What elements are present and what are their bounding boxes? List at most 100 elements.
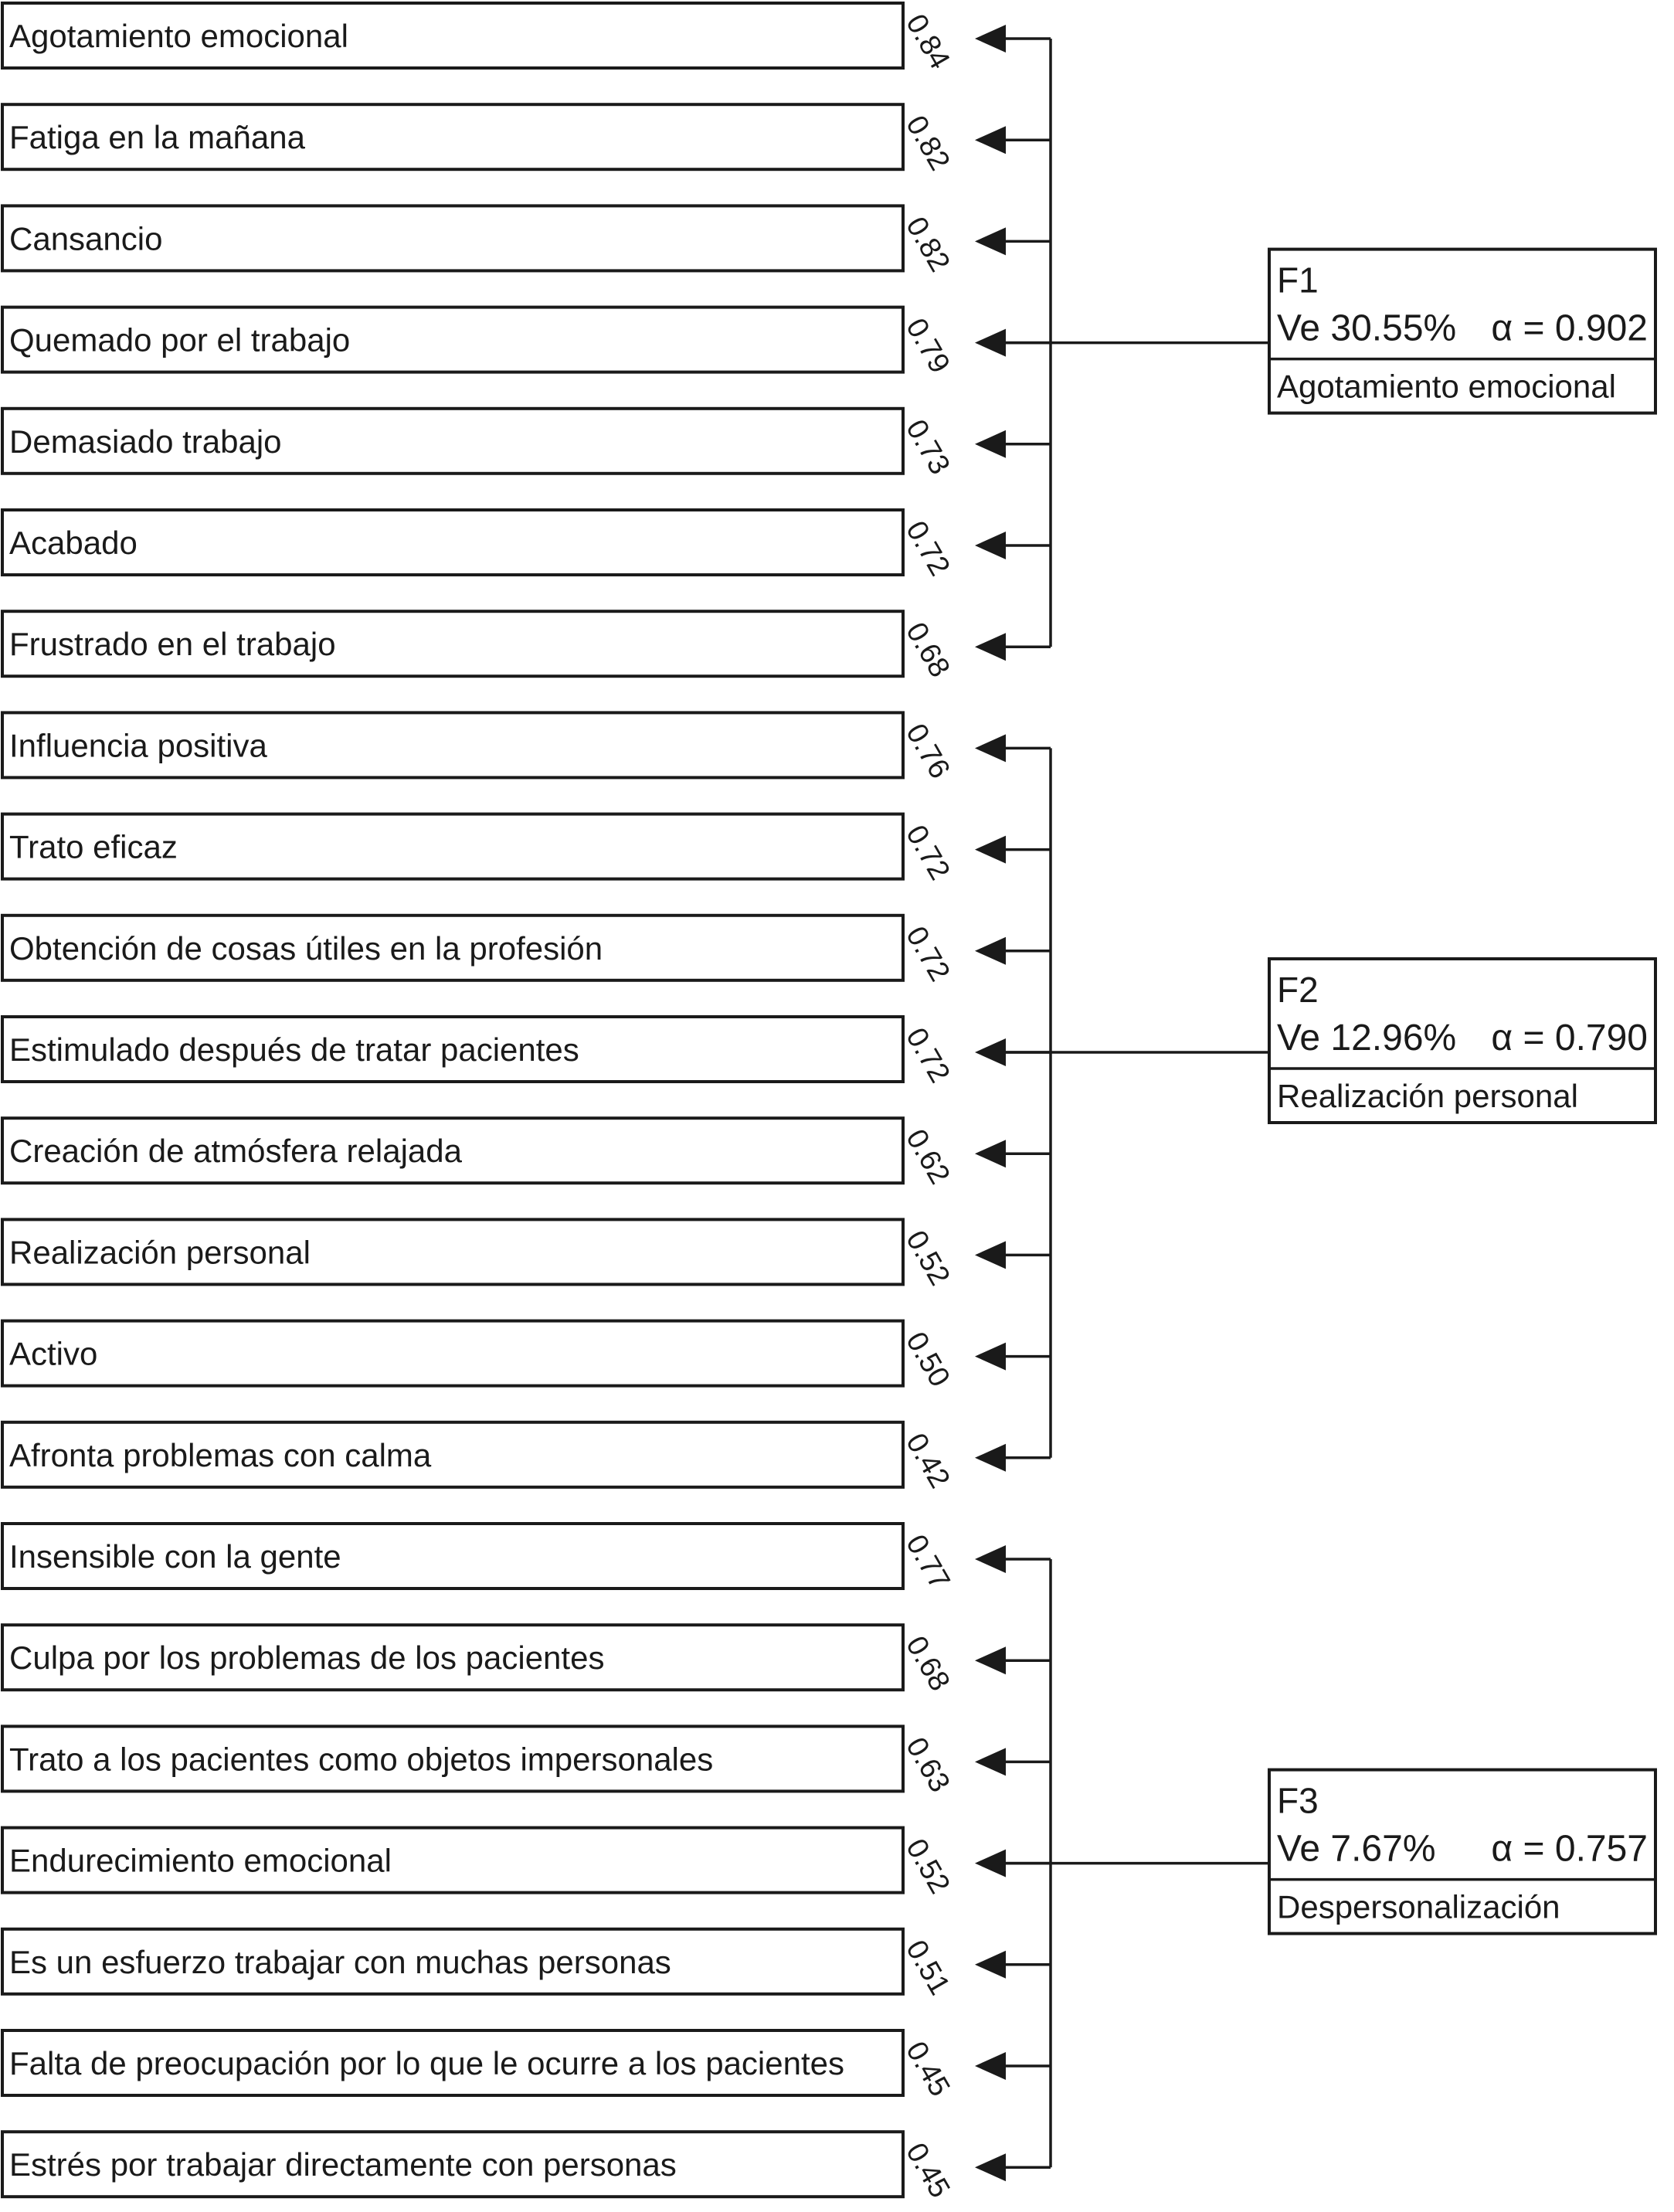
arrowhead-icon [975, 2153, 1006, 2182]
item-label: Obtención de cosas útiles en la profesió… [9, 930, 603, 967]
item-box [1, 305, 905, 374]
item-box [1, 508, 905, 576]
item-label: Realización personal [9, 1234, 311, 1270]
arrowhead-icon [975, 532, 1006, 559]
factor-id: F1 [1277, 260, 1319, 301]
item-box [1, 406, 905, 475]
item-label: Cansancio [9, 220, 162, 257]
item-box [1, 103, 905, 172]
loading-value: 0.84 [899, 9, 956, 75]
arrowhead-icon [975, 227, 1006, 256]
factor-alpha: α = 0.790 [1491, 1018, 1648, 1058]
item-box [1, 1826, 905, 1894]
loading-value: 0.72 [899, 820, 956, 885]
factor-variance: Ve 12.96% [1277, 1018, 1456, 1058]
arrowhead-icon [975, 430, 1006, 458]
item-label: Activo [9, 1336, 97, 1372]
item-row: Culpa por los problemas de los pacientes… [1, 1623, 1051, 1697]
loading-value: 0.45 [899, 2138, 956, 2204]
factor-name: Realización personal [1277, 1078, 1578, 1114]
item-row: Creación de atmósfera relajada 0.62 [1, 1116, 1051, 1190]
loading-value: 0.76 [899, 719, 956, 784]
item-box [1, 1724, 905, 1793]
loading-value: 0.68 [899, 617, 956, 683]
item-box [1, 2130, 905, 2199]
item-label: Afronta problemas con calma [9, 1437, 432, 1473]
item-box [1, 1420, 905, 1489]
factor-name: Agotamiento emocional [1277, 369, 1616, 405]
item-row: Insensible con la gente 0.77 [1, 1522, 1051, 1595]
item-row: Es un esfuerzo trabajar con muchas perso… [1, 1927, 1051, 2000]
arrowhead-icon [975, 1140, 1006, 1168]
item-label: Es un esfuerzo trabajar con muchas perso… [9, 1944, 671, 1980]
loading-value: 0.72 [899, 921, 956, 987]
item-label: Falta de preocupación por lo que le ocur… [9, 2045, 844, 2081]
item-label: Influencia positiva [9, 727, 268, 763]
arrowhead-icon [975, 1950, 1006, 1979]
loading-value: 0.51 [899, 1935, 956, 2000]
loading-value: 0.52 [899, 1833, 956, 1899]
item-box [1, 1623, 905, 1692]
arrowhead-icon [975, 1646, 1006, 1675]
item-label: Quemado por el trabajo [9, 322, 350, 358]
arrowhead-icon [975, 1849, 1006, 1877]
factor-box-frame [1268, 247, 1657, 415]
item-row: Trato eficaz 0.72 [1, 812, 1051, 885]
loading-value: 0.68 [899, 1631, 956, 1697]
arrowhead-icon [975, 936, 1006, 965]
arrowhead-icon [975, 1545, 1006, 1573]
item-label: Creación de atmósfera relajada [9, 1133, 463, 1169]
item-box [1, 913, 905, 982]
item-label: Acabado [9, 525, 138, 561]
loading-value: 0.72 [899, 1023, 956, 1089]
item-row: Realización personal 0.52 [1, 1218, 1051, 1291]
loading-value: 0.72 [899, 516, 956, 582]
arrowhead-icon [975, 1241, 1006, 1269]
arrowhead-icon [975, 328, 1006, 357]
loading-value: 0.63 [899, 1732, 956, 1798]
item-box [1, 610, 905, 678]
item-label: Endurecimiento emocional [9, 1843, 392, 1879]
loading-value: 0.45 [899, 2037, 956, 2102]
item-box [1, 2, 905, 70]
item-box [1, 1927, 905, 1996]
item-row: Demasiado trabajo 0.73 [1, 406, 1051, 480]
item-label: Trato eficaz [9, 829, 178, 865]
item-box [1, 1116, 905, 1185]
loading-value: 0.77 [899, 1530, 956, 1595]
loading-value: 0.82 [899, 212, 956, 277]
factor-alpha: α = 0.902 [1491, 308, 1648, 349]
item-label: Trato a los pacientes como objetos imper… [9, 1741, 713, 1777]
loading-value: 0.62 [899, 1124, 956, 1190]
factor-box-frame [1268, 957, 1657, 1124]
item-box [1, 1319, 905, 1388]
item-label: Estrés por trabajar directamente con per… [9, 2146, 677, 2183]
item-row: Fatiga en la mañana 0.82 [1, 103, 1051, 176]
item-label: Demasiado trabajo [9, 423, 282, 460]
item-label: Fatiga en la mañana [9, 119, 306, 155]
item-box [1, 1015, 905, 1083]
factor-box-frame [1268, 1768, 1657, 1935]
item-row: Estrés por trabajar directamente con per… [1, 2130, 1051, 2204]
loading-value: 0.52 [899, 1225, 956, 1291]
arrowhead-icon [975, 835, 1006, 864]
item-box [1, 812, 905, 881]
item-label: Culpa por los problemas de los pacientes [9, 1639, 604, 1676]
factor-id: F3 [1277, 1781, 1319, 1821]
loading-value: 0.50 [899, 1327, 956, 1392]
loading-value: 0.82 [899, 110, 956, 176]
item-label: Insensible con la gente [9, 1538, 341, 1575]
item-row: Influencia positiva 0.76 [1, 711, 1051, 784]
loading-value: 0.73 [899, 414, 956, 480]
factor-id: F2 [1277, 970, 1319, 1010]
